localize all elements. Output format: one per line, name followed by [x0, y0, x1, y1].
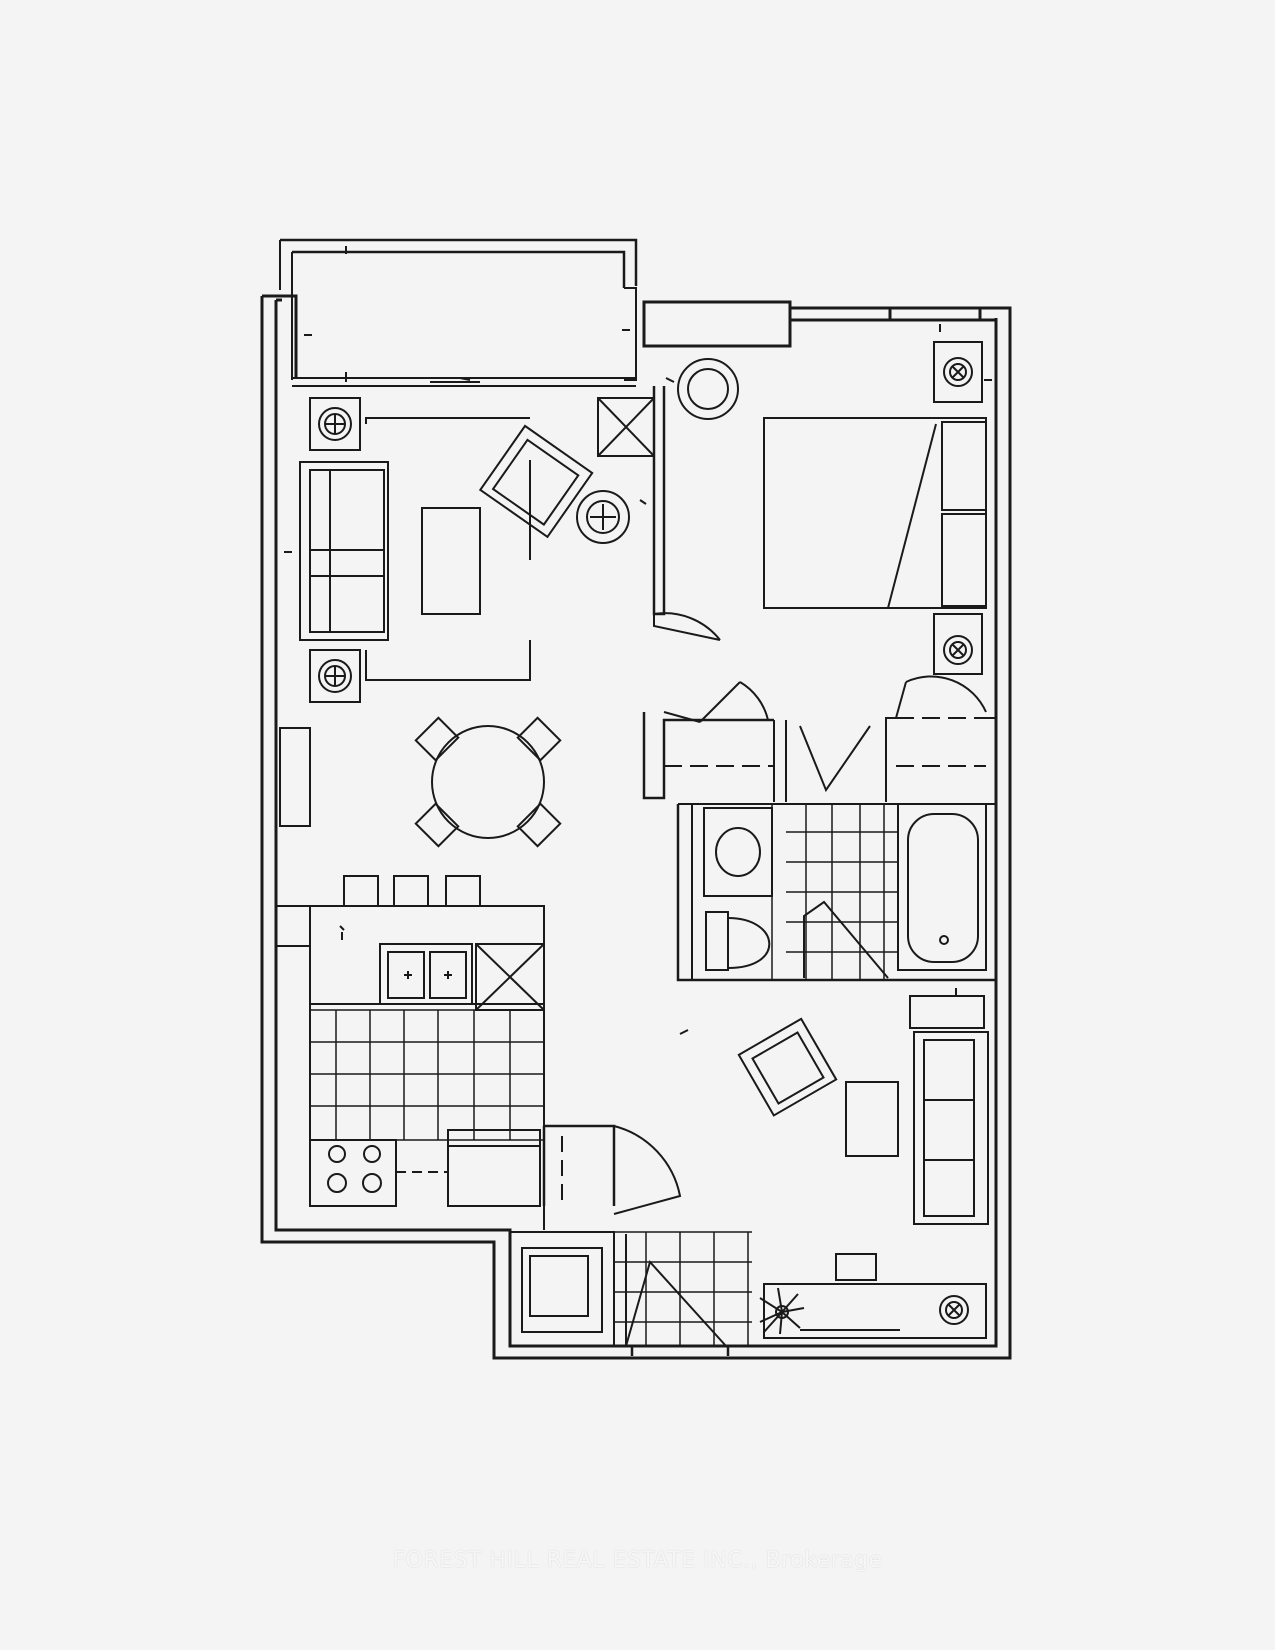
balcony: [279, 238, 638, 387]
sideboard: [279, 727, 311, 827]
lamp-icon: [309, 649, 361, 703]
plant-icon: [759, 1287, 805, 1335]
dining-area: [276, 716, 562, 907]
foyer-tile-grid: [614, 1231, 752, 1346]
desk-icon: [763, 1253, 987, 1339]
sink-icon: [379, 943, 473, 1005]
coffee-table: [845, 1081, 899, 1157]
chair-icon: [414, 716, 562, 848]
chair-icon: [677, 358, 739, 420]
bedroom: [653, 324, 992, 675]
bed-icon: [763, 417, 987, 609]
living-room: [284, 386, 666, 703]
armchair-icon: [737, 1017, 838, 1117]
fridge-icon: [447, 1129, 541, 1207]
stove-icon: [309, 1139, 397, 1207]
bathtub-icon: [897, 803, 987, 971]
media-console: [909, 995, 985, 1029]
kitchen-tile-grid: [310, 1009, 544, 1141]
sofa-icon: [299, 461, 389, 641]
bathroom: [642, 675, 996, 982]
exterior-walls: [260, 294, 1012, 1360]
laundry-icon: [521, 1247, 603, 1333]
closet: [510, 1124, 682, 1346]
den: [679, 988, 989, 1339]
armchair-icon: [478, 424, 594, 539]
bath-tile-grid: [771, 803, 898, 980]
toilet-icon: [705, 911, 771, 971]
lamp-icon: [933, 341, 983, 403]
sofa-icon: [913, 1031, 989, 1225]
lamp-icon: [309, 397, 361, 451]
coffee-table: [421, 507, 481, 615]
lamp-icon: [933, 613, 983, 675]
kitchen: [276, 875, 545, 1207]
dining-table: [431, 725, 545, 839]
brokerage-watermark: FOREST HILL REAL ESTATE INC., Brokerage: [392, 1548, 883, 1573]
lamp-icon: [576, 490, 630, 544]
foyer: [521, 1231, 752, 1356]
